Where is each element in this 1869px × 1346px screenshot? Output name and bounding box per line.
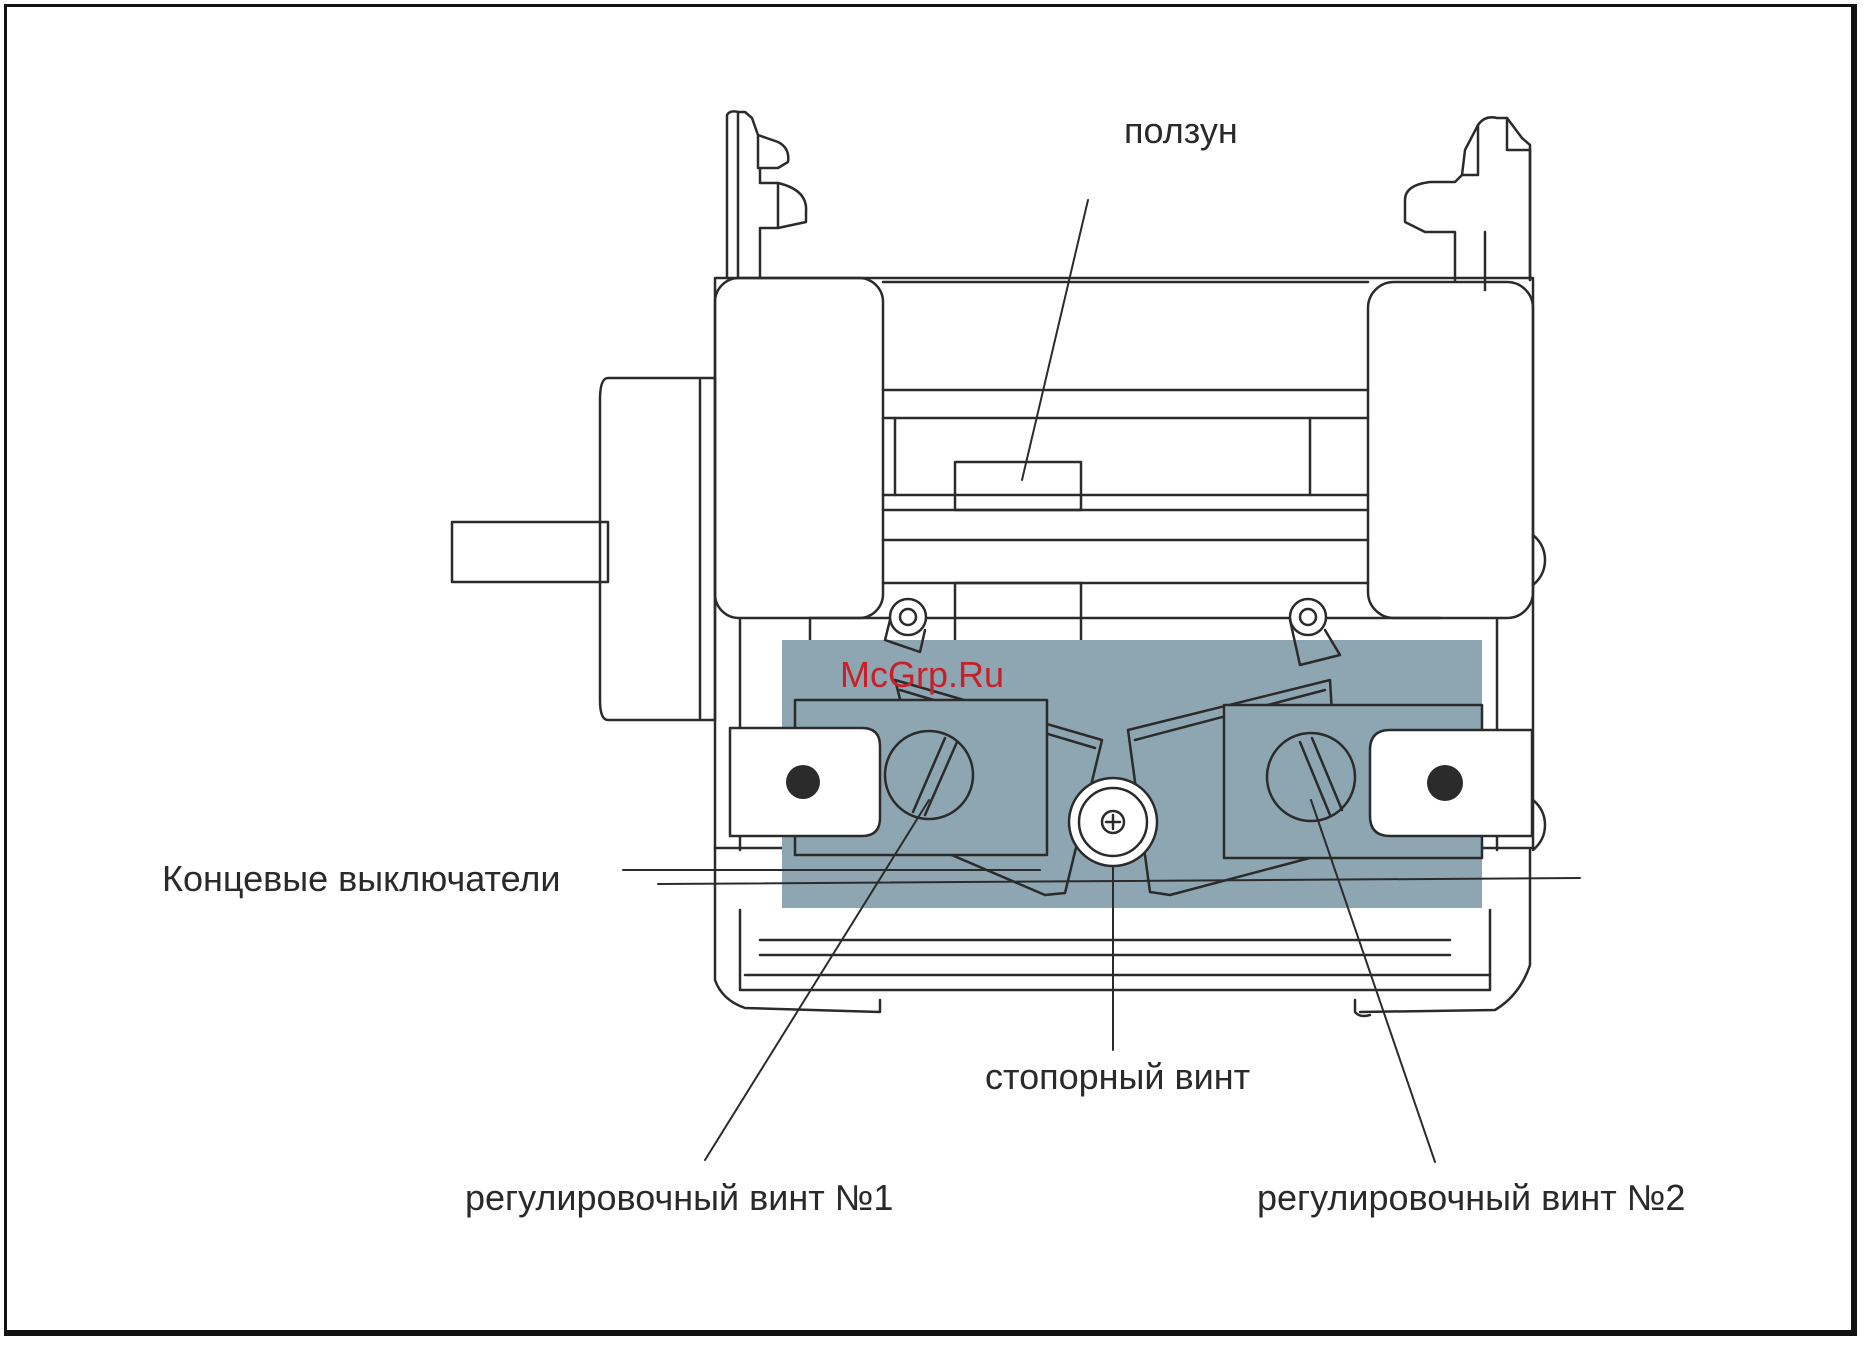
stop-screw	[1069, 778, 1157, 866]
label-slider: ползун	[1124, 113, 1238, 149]
label-adjust-screw-2: регулировочный винт №2	[1257, 1180, 1685, 1216]
watermark-text: McGrp.Ru	[840, 657, 1004, 693]
label-limit-switches: Концевые выключатели	[162, 861, 561, 897]
motor-shaft	[452, 378, 715, 720]
label-adjust-screw-1: регулировочный винт №1	[465, 1180, 893, 1216]
label-stop-screw: стопорный винт	[985, 1059, 1250, 1095]
